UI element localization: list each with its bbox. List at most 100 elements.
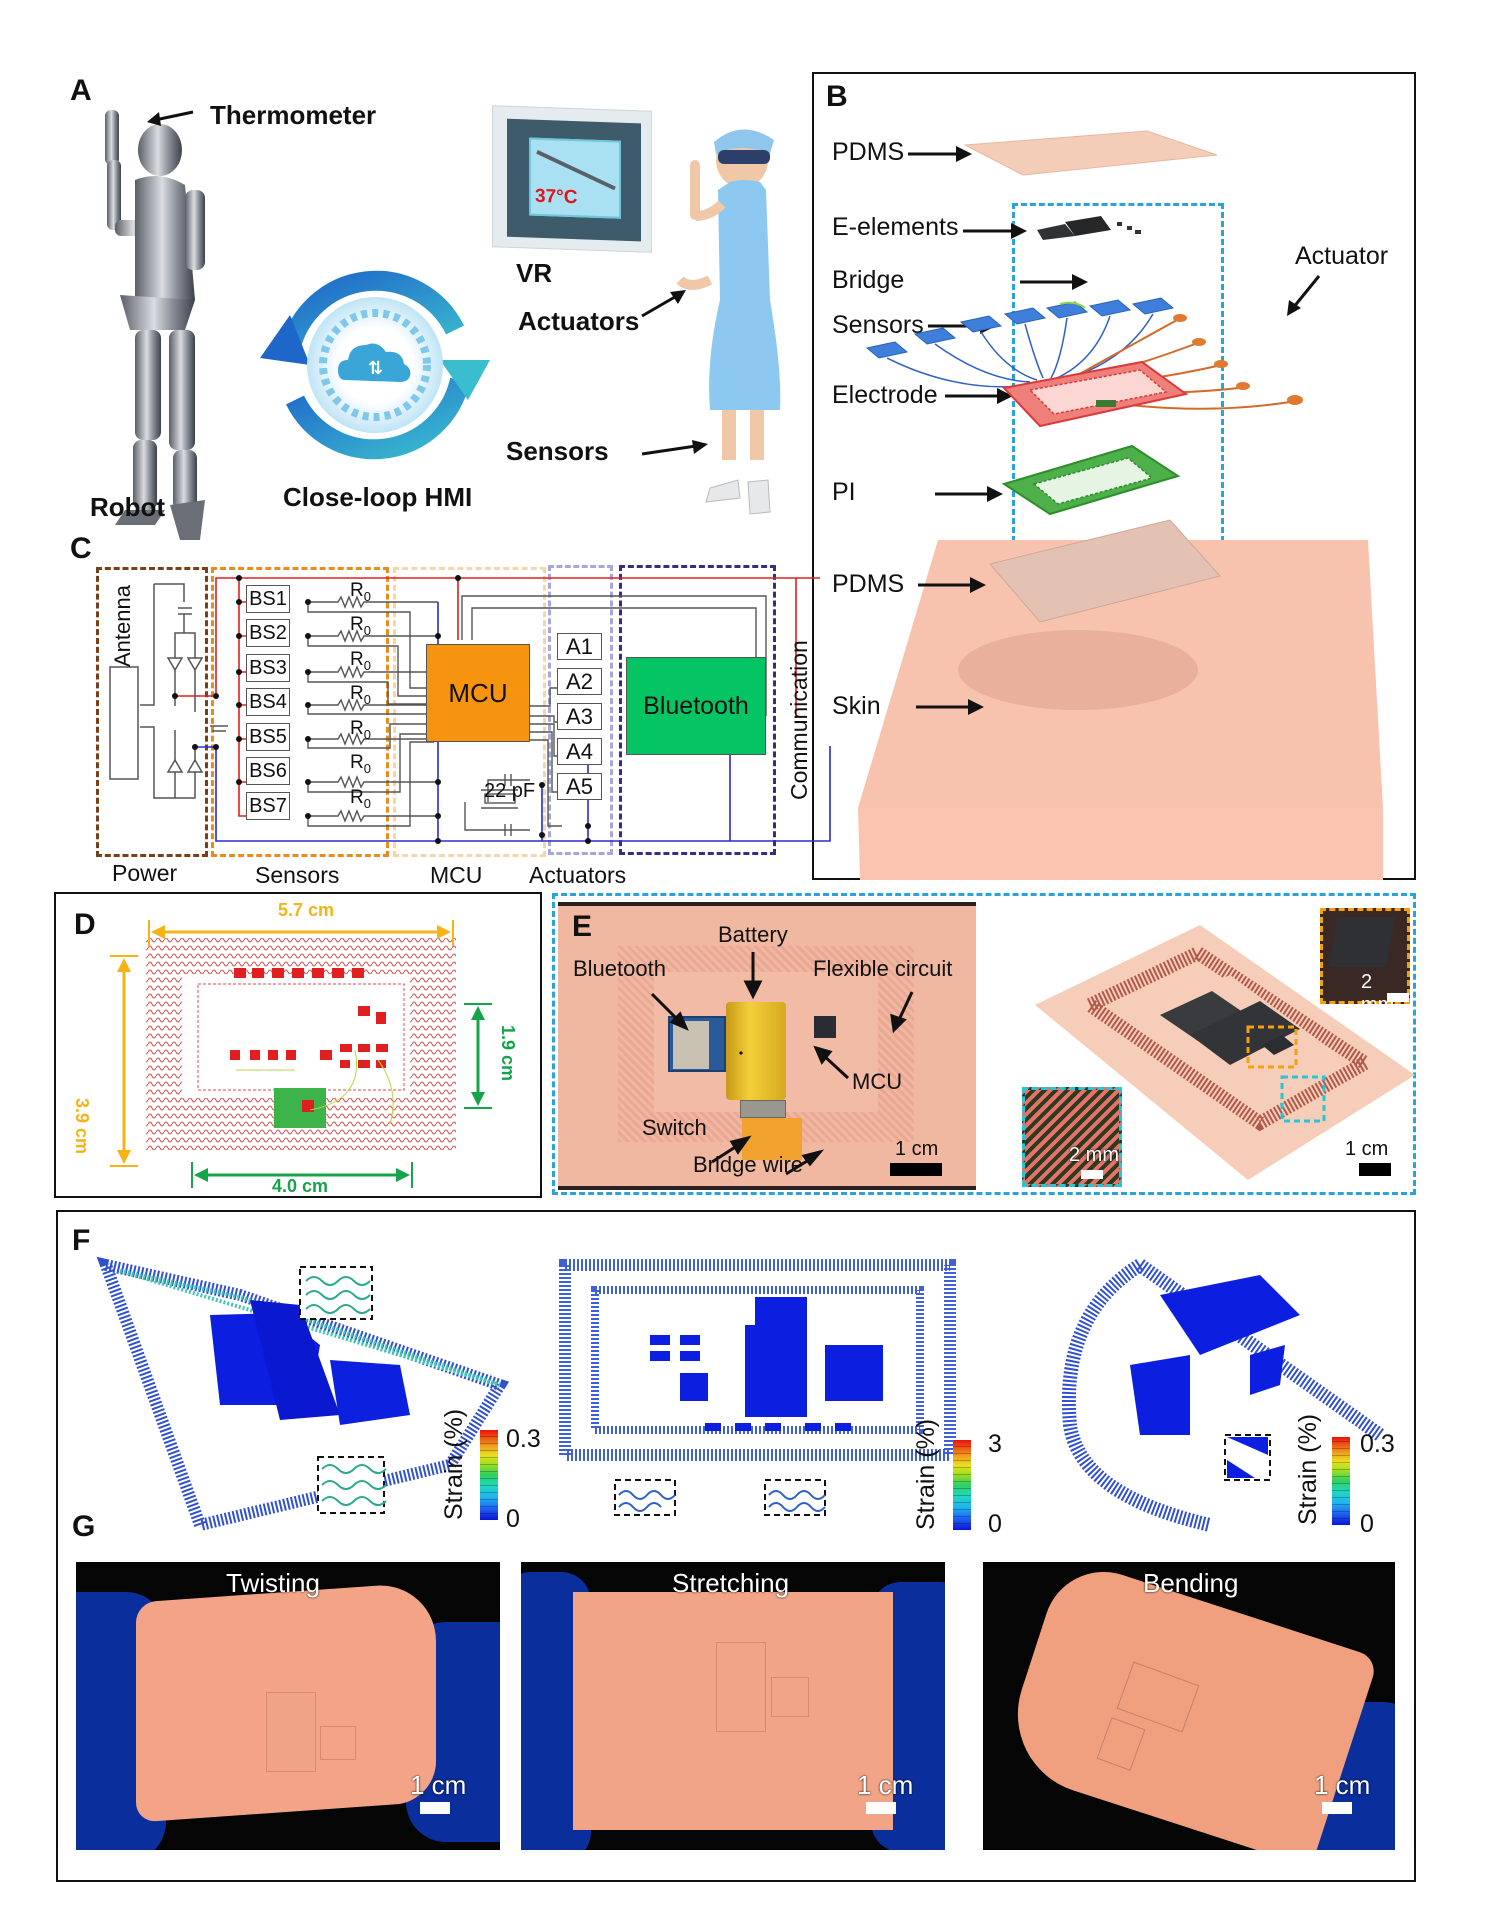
resistor-label: R0 bbox=[350, 752, 371, 776]
resistor-symbol: R bbox=[350, 752, 364, 773]
sensor-box-bs1: BS1 bbox=[246, 585, 290, 613]
device-render bbox=[1035, 925, 1415, 1180]
group-label-power: Power bbox=[112, 860, 178, 886]
hmi-label: Close-loop HMI bbox=[283, 482, 473, 512]
resistor-symbol: R bbox=[350, 718, 364, 739]
resistor-symbol: R bbox=[350, 649, 364, 670]
layer-label-pi: PI bbox=[832, 478, 856, 506]
bluetooth-label: Bluetooth bbox=[573, 956, 666, 981]
inset-serpentine-scale-bar bbox=[1081, 1170, 1103, 1179]
layer-label-pdms-top: PDMS bbox=[832, 138, 905, 166]
group-sensors bbox=[211, 567, 389, 857]
pdms-top-layer bbox=[963, 130, 1218, 176]
photo-scale-bar bbox=[890, 1163, 942, 1176]
resistor-subscript: 0 bbox=[363, 795, 371, 811]
panel-e bbox=[552, 893, 1416, 1195]
layer-label-e-elements: E-elements bbox=[832, 213, 959, 241]
resistor-subscript: 0 bbox=[363, 588, 371, 604]
bridge-wire-label: Bridge wire bbox=[693, 1152, 804, 1177]
pdms-bottom-arrow bbox=[918, 577, 986, 593]
electrode-arrow bbox=[945, 388, 1013, 404]
actuators-label: Actuators bbox=[518, 306, 640, 336]
human-user-illustration bbox=[676, 129, 781, 515]
thermometer-label: Thermometer bbox=[210, 100, 377, 130]
inset-chip-zoom: 2 mm bbox=[1320, 908, 1410, 1016]
sensor-box-bs7: BS7 bbox=[246, 792, 290, 820]
photo-stretching-scale-label: 1 cm bbox=[857, 1770, 914, 1800]
mcu-label: MCU bbox=[852, 1069, 903, 1094]
dimension-inner-height-arrow bbox=[464, 1003, 492, 1109]
inset-chip-scale-bar bbox=[1387, 993, 1409, 1002]
flexible-circuit-label: Flexible circuit bbox=[813, 956, 953, 981]
dimension-inner-width-arrow bbox=[191, 1162, 413, 1188]
dimension-inner-height-label: 1.9 cm bbox=[498, 1025, 518, 1082]
actuators-arrow bbox=[641, 290, 686, 318]
resistor-subscript: 0 bbox=[363, 622, 371, 638]
pi-layer bbox=[1001, 444, 1181, 516]
sensor-box-bs3: BS3 bbox=[246, 654, 290, 682]
strain-colorbar-3-max: 0.3 bbox=[1360, 1430, 1395, 1458]
strain-colorbar-1 bbox=[480, 1430, 498, 1520]
pdms-top-arrow bbox=[908, 146, 972, 162]
inset-chip-scale-label: 2 mm bbox=[1361, 971, 1395, 1016]
group-label-mcu: MCU bbox=[430, 862, 483, 888]
photo-twisting-title: Twisting bbox=[226, 1568, 320, 1598]
dimension-width-arrow bbox=[148, 920, 454, 946]
resistor-label: R0 bbox=[350, 787, 371, 811]
vr-label: VR bbox=[516, 258, 553, 288]
dimension-width-label: 5.7 cm bbox=[278, 900, 335, 920]
panel-label-b: B bbox=[826, 80, 848, 113]
sensor-box-bs6: BS6 bbox=[246, 757, 290, 785]
dimension-height-label: 3.9 cm bbox=[72, 1098, 92, 1155]
strain-colorbar-1-max: 0.3 bbox=[506, 1425, 541, 1453]
resistor-label: R0 bbox=[350, 683, 371, 707]
sensors-arrow bbox=[641, 440, 708, 456]
actuator-box-a5: A5 bbox=[557, 773, 602, 800]
panel-label-f: F bbox=[72, 1224, 91, 1257]
skin-block bbox=[858, 540, 1383, 880]
device-photo bbox=[558, 902, 976, 1190]
svg-text:⇅: ⇅ bbox=[368, 358, 383, 379]
actuator-label: Actuator bbox=[1295, 242, 1389, 270]
sensor-box-bs5: BS5 bbox=[246, 723, 290, 751]
strain-colorbar-2 bbox=[953, 1440, 971, 1530]
sensor-box-bs2: BS2 bbox=[246, 619, 290, 647]
thermometer-arrow bbox=[147, 110, 194, 126]
inset-serpentine-scale-label: 2 mm bbox=[1069, 1144, 1119, 1166]
group-power bbox=[96, 567, 208, 857]
sensors-label: Sensors bbox=[506, 436, 609, 466]
resistor-symbol: R bbox=[350, 683, 364, 704]
switch-label: Switch bbox=[642, 1115, 707, 1140]
resistor-subscript: 0 bbox=[363, 691, 371, 707]
e-elements-chips bbox=[1037, 216, 1141, 240]
e-elements-arrow bbox=[963, 223, 1027, 239]
resistor-subscript: 0 bbox=[363, 726, 371, 742]
inset-serpentine-zoom: 2 mm bbox=[1022, 1087, 1122, 1187]
panel-label-d: D bbox=[74, 908, 96, 941]
photo-bending-scale-label: 1 cm bbox=[1314, 1770, 1371, 1800]
dimension-height-arrow bbox=[110, 955, 138, 1167]
strain-colorbar-2-max: 3 bbox=[988, 1430, 1002, 1458]
group-actuators bbox=[548, 565, 613, 855]
strain-colorbar-3-title: Strain (%) bbox=[1294, 1413, 1322, 1525]
layer-label-bridge: Bridge bbox=[832, 266, 905, 294]
layer-label-electrode: Electrode bbox=[832, 381, 938, 409]
antenna-label: Antenna bbox=[110, 585, 135, 667]
photo-stretching-scale-bar bbox=[866, 1802, 896, 1814]
photo-scale-label: 1 cm bbox=[895, 1138, 939, 1160]
group-label-sensors: Sensors bbox=[255, 862, 340, 888]
resistor-symbol: R bbox=[350, 787, 364, 808]
render-scale-bar bbox=[1359, 1163, 1391, 1176]
strain-colorbar-1-min: 0 bbox=[506, 1505, 520, 1533]
strain-colorbar-3-min: 0 bbox=[1360, 1510, 1374, 1538]
layer-label-pdms-bottom: PDMS bbox=[832, 570, 905, 598]
electrode-layer bbox=[1002, 360, 1189, 428]
robot-label: Robot bbox=[90, 492, 166, 522]
switch bbox=[740, 1100, 786, 1118]
battery bbox=[726, 1002, 786, 1100]
vr-screen: 37°C bbox=[492, 105, 652, 253]
bridge-arrow bbox=[1020, 274, 1088, 290]
panel-label-e: E bbox=[572, 910, 593, 943]
temperature-readout: 37°C bbox=[535, 185, 578, 209]
resistor-subscript: 0 bbox=[363, 760, 371, 776]
